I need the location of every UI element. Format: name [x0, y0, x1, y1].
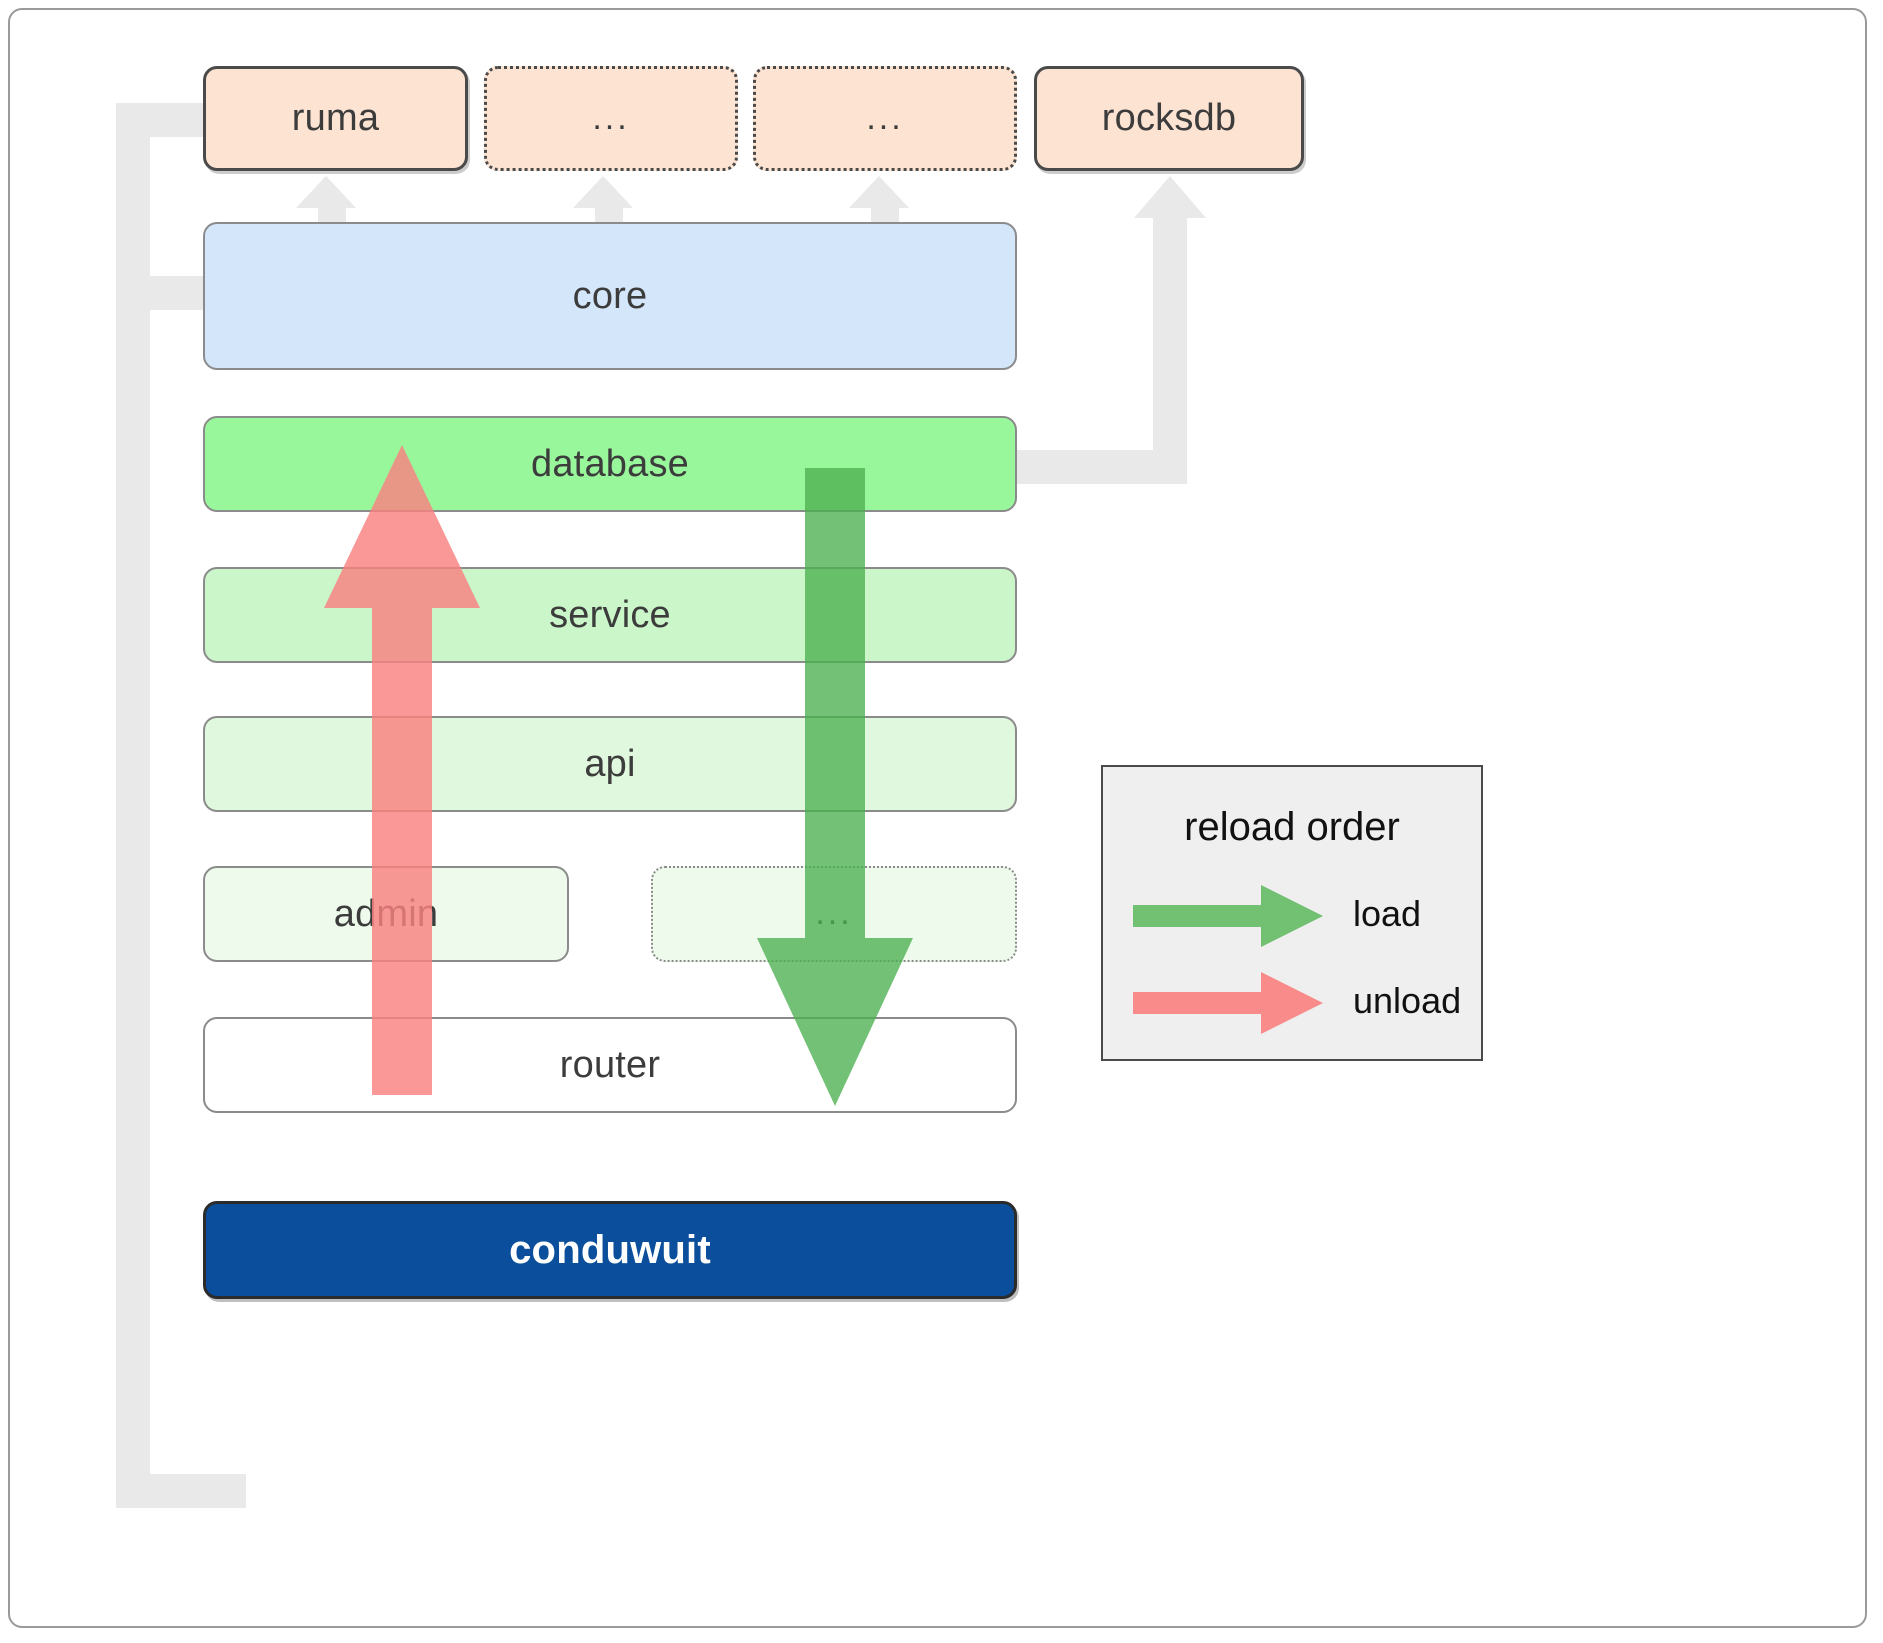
layer-label-core: core [572, 274, 648, 317]
layer-label-service: service [549, 593, 671, 636]
layer-label-api: api [584, 742, 636, 785]
connector-spine-vertical [116, 133, 150, 1508]
unload-arrow-up [324, 445, 480, 1095]
load-arrow-down [757, 468, 913, 1106]
connector-core-to-dots1-head [573, 176, 633, 208]
crate-box-ellipsis-2[interactable]: ... [753, 66, 1017, 171]
crate-label-rocksdb: rocksdb [1101, 97, 1237, 139]
legend-label-unload: unload [1353, 980, 1462, 1021]
app-box-conduwuit[interactable]: conduwuit [203, 1201, 1017, 1299]
crate-label-ellipsis-1: ... [592, 98, 630, 137]
layer-box-core[interactable]: core [203, 222, 1017, 370]
legend-label-load: load [1353, 893, 1422, 934]
connector-database-right [1016, 450, 1170, 484]
connector-to-conduwuit [116, 1474, 246, 1508]
legend-title: reload order [1184, 805, 1400, 849]
layer-box-api[interactable]: api [203, 716, 1017, 812]
legend-panel: reload order load unload [1101, 765, 1483, 1061]
crate-box-ruma[interactable]: ruma [203, 66, 468, 171]
connector-rocksdb-vertical [1153, 218, 1187, 484]
crate-label-ellipsis-2: ... [866, 98, 904, 137]
crate-label-ruma: ruma [291, 97, 380, 139]
connector-branch-ruma [116, 103, 212, 137]
crate-box-rocksdb[interactable]: rocksdb [1034, 66, 1304, 171]
app-label-conduwuit: conduwuit [509, 1227, 711, 1272]
layer-label-database: database [531, 442, 689, 485]
connector-core-to-ruma-head [296, 176, 356, 208]
crate-box-ellipsis-1[interactable]: ... [484, 66, 738, 171]
legend-unload-arrow-icon [1133, 972, 1323, 1034]
layer-label-router: router [559, 1043, 661, 1086]
connector-core-to-dots2-head [849, 176, 909, 208]
connector-arrow-rocksdb [1134, 176, 1206, 218]
connector-branch-core [150, 276, 212, 310]
layer-box-router[interactable]: router [203, 1017, 1017, 1113]
legend-load-arrow-icon [1133, 885, 1323, 947]
